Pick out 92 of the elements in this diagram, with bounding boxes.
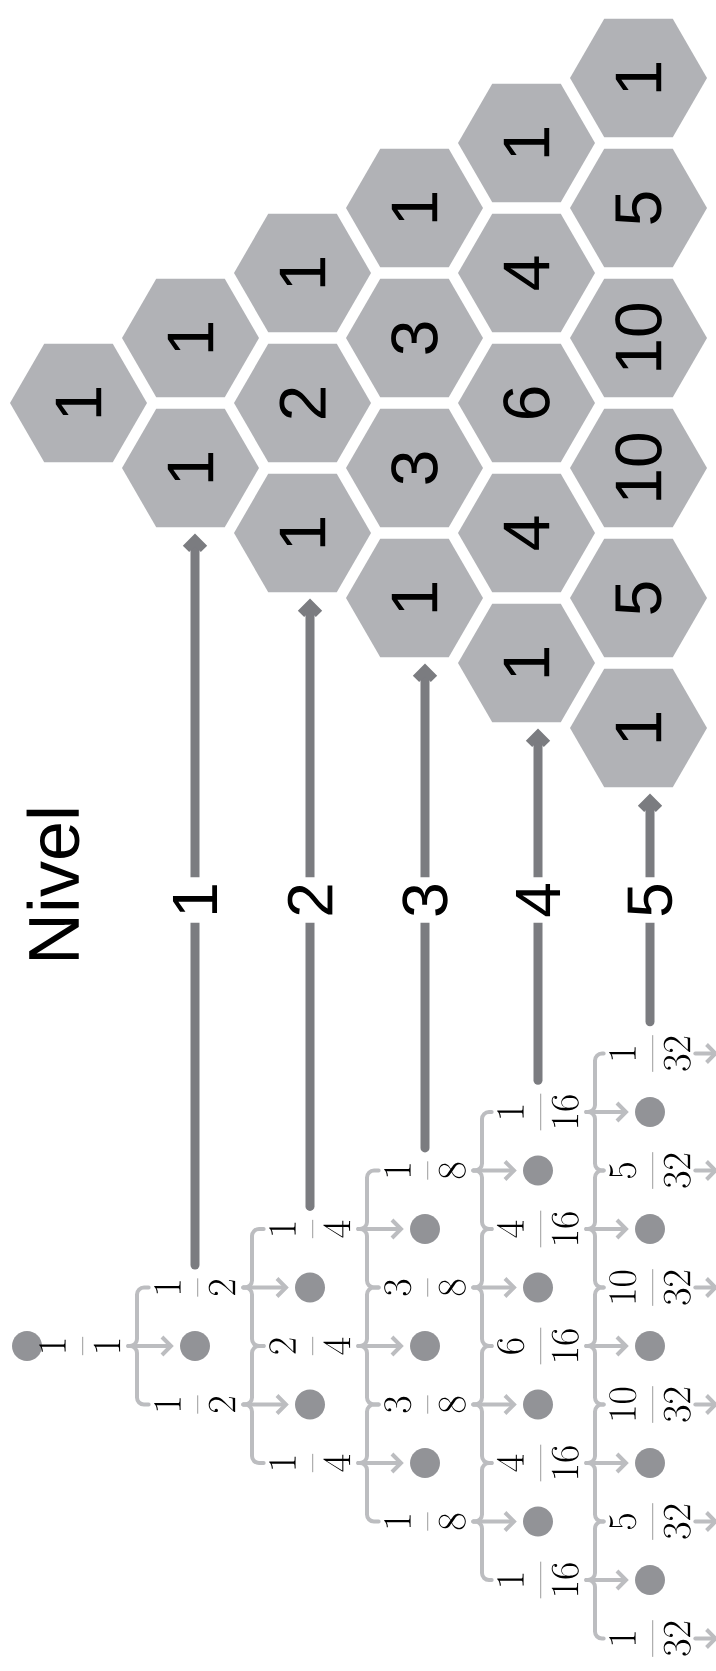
fraction-label: $\frac{1}{2}$ — [154, 1395, 236, 1414]
node-label: 6 — [503, 387, 550, 419]
dot — [410, 1448, 440, 1478]
arrow — [693, 1043, 716, 1064]
fraction-label: $\frac{1}{8}$ — [384, 1512, 466, 1531]
hexagon-cell: 1 — [570, 668, 707, 788]
node-label: 3 — [391, 452, 438, 484]
hexagon-cell: 1 — [570, 18, 707, 138]
hexagon-cell: 6 — [458, 343, 595, 463]
fraction-label: $\frac{1}{1}$ — [39, 1336, 121, 1356]
node-label: 4 — [503, 516, 550, 550]
level-arrow — [412, 663, 438, 1153]
dot — [523, 1506, 553, 1537]
hexagon-cell: 3 — [346, 408, 483, 528]
arrow — [693, 1277, 716, 1298]
fraction-label: $\frac{10}{32}$ — [609, 1269, 691, 1306]
level-arrow — [297, 598, 323, 1211]
node-label: 1 — [391, 192, 438, 222]
fraction-label: $\frac{3}{8}$ — [384, 1395, 466, 1414]
fraction-label: $\frac{1}{16}$ — [497, 1561, 579, 1599]
fraction-label: $\frac{1}{32}$ — [609, 1035, 691, 1072]
fraction-label: $\frac{1}{32}$ — [609, 1620, 691, 1657]
node-label: 5 — [615, 582, 662, 614]
fraction-label: $\frac{1}{16}$ — [497, 1093, 579, 1131]
edge-label: 4 — [511, 877, 565, 923]
fraction-label: $\frac{10}{32}$ — [609, 1386, 691, 1423]
dot — [635, 1214, 665, 1244]
hexagon-cell: 10 — [570, 408, 707, 528]
node-label: 1 — [55, 387, 102, 417]
edge-label: 2 — [282, 877, 338, 923]
edge-label: 1 — [168, 877, 222, 923]
node-label: 5 — [615, 192, 662, 224]
hexagon-cell: 3 — [346, 278, 483, 398]
hexagon-cell: 4 — [458, 473, 595, 593]
node-label: 3 — [391, 322, 438, 354]
node-label: 10 — [615, 303, 662, 370]
fraction-label: $\frac{1}{4}$ — [269, 1453, 351, 1473]
fraction-label: $\frac{1}{8}$ — [384, 1161, 466, 1180]
node-label: 4 — [503, 256, 550, 290]
hexagon-cell: 1 — [234, 473, 371, 593]
node-label: 10 — [615, 433, 662, 500]
dot — [410, 1214, 440, 1244]
fraction-label: $\frac{4}{16}$ — [496, 1444, 579, 1482]
hexagon-cell: 2 — [234, 343, 371, 463]
dot — [410, 1331, 440, 1361]
node-label: 1 — [279, 517, 326, 547]
fraction-label: $\frac{4}{16}$ — [496, 1210, 579, 1248]
fraction-label: $\frac{6}{16}$ — [497, 1327, 579, 1365]
fraction-label: $\frac{2}{4}$ — [269, 1336, 351, 1356]
arrow — [693, 1628, 716, 1649]
node-label: 1 — [167, 322, 214, 352]
hexagon-cell: 10 — [570, 278, 707, 398]
dot — [295, 1389, 325, 1420]
dot — [635, 1565, 665, 1595]
edge-label: 3 — [397, 877, 453, 923]
fraction-label: $\frac{1}{4}$ — [269, 1219, 351, 1239]
hexagon-cell: 1 — [234, 213, 371, 333]
dot — [523, 1389, 553, 1420]
fraction-label: $\frac{1}{2}$ — [154, 1278, 236, 1297]
node-label: 2 — [279, 387, 326, 419]
node-label: 1 — [503, 127, 550, 157]
dot — [180, 1331, 210, 1361]
hexagon-cell: 4 — [458, 213, 595, 333]
arrow — [693, 1394, 716, 1415]
node-label: 1 — [391, 582, 438, 612]
hexagon-cell: 1 — [10, 343, 147, 463]
hexagon-cell: 1 — [458, 83, 595, 203]
dot — [523, 1155, 553, 1186]
edge-label: 5 — [622, 877, 678, 923]
hexagon-cell: 1 — [346, 538, 483, 658]
hexagon-cell: 1 — [122, 408, 259, 528]
dot — [635, 1448, 665, 1478]
node-label: 1 — [503, 647, 550, 677]
fraction-label: $\frac{3}{8}$ — [384, 1278, 466, 1297]
hexagon-cell: 5 — [570, 148, 707, 268]
arrow — [693, 1160, 716, 1181]
hexagon-cell: 1 — [458, 603, 595, 723]
dot — [523, 1272, 553, 1303]
hexagon-cell: 1 — [346, 148, 483, 268]
fraction-label: $\frac{5}{32}$ — [609, 1503, 691, 1540]
dot — [295, 1272, 325, 1303]
node-label: 1 — [167, 452, 214, 482]
fraction-label: $\frac{5}{32}$ — [609, 1152, 691, 1189]
dot — [635, 1331, 665, 1361]
level-arrow — [182, 533, 208, 1270]
level-arrow — [525, 728, 551, 1085]
arrow — [693, 1511, 716, 1532]
hexagon-cell: 5 — [570, 538, 707, 658]
node-label: 1 — [279, 257, 326, 287]
dot — [635, 1097, 665, 1127]
heading: Nivel — [26, 809, 80, 960]
hexagon-cell: 1 — [122, 278, 259, 398]
